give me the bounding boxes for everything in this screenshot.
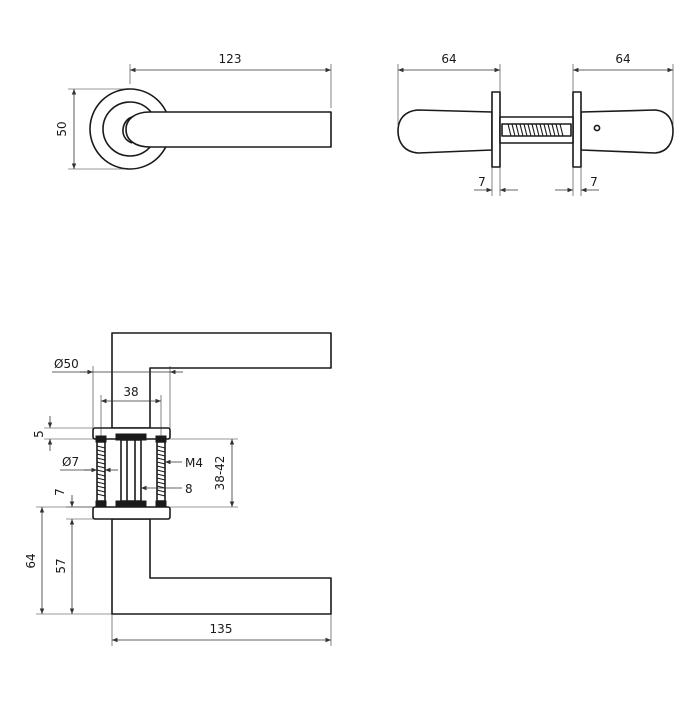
- thread-label: M4: [185, 456, 203, 470]
- lever-neck: [122, 116, 133, 144]
- set-screw-hole: [593, 124, 601, 132]
- door-thickness-dimension: 38-42: [170, 438, 238, 508]
- side-right-rose-dimension: 7: [555, 167, 599, 196]
- pin-diameter-label: Ø7: [62, 455, 79, 469]
- screw-spacing-label: 38: [123, 385, 138, 399]
- side-right-length-dimension: 64: [572, 52, 674, 125]
- screw-spacing-dimension: 38: [100, 385, 162, 436]
- lever-length-label: 135: [210, 622, 233, 636]
- door-thickness-label: 38-42: [213, 456, 227, 491]
- rose-diameter-label: Ø50: [54, 357, 79, 371]
- side-left-length-dimension: 64: [397, 52, 501, 125]
- top-view: 123 50: [55, 52, 332, 170]
- total-height-label: 64: [24, 553, 38, 568]
- right-lever-side: [580, 109, 674, 154]
- lower-rose: [92, 506, 171, 520]
- section-view: Ø50 38 5 Ø7 M4: [24, 332, 332, 646]
- spindle-callout: 8: [141, 482, 193, 496]
- side-left-rose-dimension: 7: [474, 167, 518, 196]
- side-left-length-label: 64: [441, 52, 456, 66]
- rose-diameter-dimension: Ø50: [52, 357, 183, 428]
- spindle-label: 8: [185, 482, 193, 496]
- side-view: 64 64 7 7: [397, 52, 674, 196]
- lower-lever-outline: [111, 518, 332, 615]
- side-right-length-label: 64: [615, 52, 630, 66]
- left-lever-side: [397, 109, 493, 154]
- lower-rose-label: 7: [53, 488, 67, 496]
- spindle: [499, 116, 574, 144]
- pin-diameter-dimension: Ø7: [60, 455, 118, 473]
- left-rose-side: [491, 91, 501, 168]
- side-right-rose-label: 7: [590, 175, 598, 189]
- top-height-dimension: 50: [55, 88, 126, 170]
- total-height-dimension: 64: [24, 506, 112, 615]
- side-left-rose-label: 7: [478, 175, 486, 189]
- screw-posts: [95, 433, 167, 508]
- lever-outline: [125, 111, 332, 148]
- top-length-label: 123: [219, 52, 242, 66]
- rose-height-label: 5: [32, 430, 46, 438]
- lever-length-dimension: 135: [111, 614, 332, 646]
- top-length-dimension: 123: [129, 52, 332, 108]
- upper-lever-outline: [111, 332, 332, 429]
- thread-callout: M4: [165, 456, 203, 470]
- rose-height-dimension: 5: [32, 416, 93, 451]
- spindle-section: [120, 439, 142, 502]
- right-rose-side: [572, 91, 582, 168]
- lower-rose-dimension: 7: [53, 488, 93, 531]
- top-height-label: 50: [55, 121, 69, 136]
- lever-height-label: 57: [54, 558, 68, 573]
- lever-height-dimension: 57: [54, 531, 75, 614]
